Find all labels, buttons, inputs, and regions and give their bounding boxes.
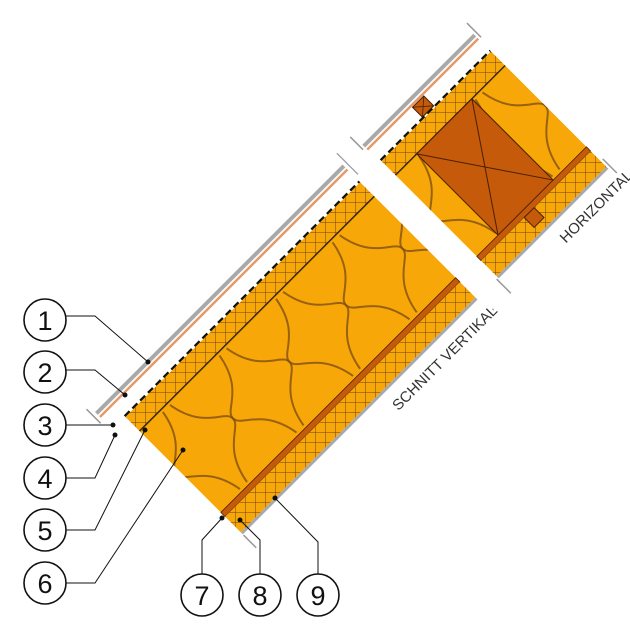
svg-text:4: 4 [37, 464, 52, 494]
callout-2: 2 [23, 350, 67, 394]
crosshatch-layer [481, 151, 607, 277]
leader-8 [239, 519, 261, 574]
leader-5 [66, 429, 146, 531]
cut-line [466, 22, 482, 38]
callout-4: 4 [23, 456, 67, 500]
inner-lining-layer-9 [240, 297, 478, 535]
leader-7 [201, 517, 223, 574]
membrane-layer-3 [123, 180, 361, 418]
cut-line [242, 534, 257, 549]
callout-6: 6 [23, 561, 67, 605]
insulation-fibre [331, 241, 361, 370]
callout-5: 5 [23, 508, 67, 552]
leader-2 [66, 369, 126, 396]
batten-cross-icon [412, 95, 434, 118]
leader-6 [66, 449, 184, 584]
cut-line [602, 158, 618, 174]
insulation-fibre-texture [139, 196, 456, 513]
crosshatch-layer [381, 51, 506, 176]
svg-text:2: 2 [37, 358, 52, 388]
crosshatch-layer-4 [125, 182, 375, 432]
copper-layer-2 [99, 168, 349, 418]
callout-8: 8 [238, 573, 282, 617]
leader-dots [110, 359, 278, 523]
insulation-fibre [218, 354, 248, 483]
insulation-layer-6 [139, 196, 456, 513]
svg-text:5: 5 [37, 516, 52, 546]
insulation-fibre [275, 298, 305, 427]
svg-text:1: 1 [37, 306, 52, 336]
leader-lines [66, 315, 319, 584]
board-layer-7 [220, 277, 461, 518]
installation-batten [523, 206, 545, 229]
vertical-section [85, 152, 495, 549]
separator-line [139, 195, 375, 432]
leader-9 [274, 497, 319, 574]
membrane-layer [379, 49, 492, 162]
cladding-layer [362, 33, 477, 148]
leader-1 [66, 315, 149, 363]
callout-7: 7 [180, 573, 224, 617]
callout-1: 1 [23, 298, 67, 342]
svg-text:6: 6 [37, 569, 52, 599]
svg-text:9: 9 [310, 581, 325, 611]
svg-text:7: 7 [194, 581, 209, 611]
copper-layer [366, 37, 480, 151]
callout-3: 3 [23, 403, 67, 447]
stud-cross-icon [416, 98, 554, 236]
svg-text:8: 8 [252, 581, 267, 611]
cut-line [496, 278, 512, 294]
leader-4 [66, 434, 116, 479]
callout-9: 9 [296, 573, 340, 617]
svg-text:3: 3 [37, 411, 52, 441]
cut-line [85, 408, 102, 424]
horizontal-section [349, 22, 618, 294]
inner-lining-layer [496, 166, 609, 279]
cladding-layer-1 [94, 164, 346, 415]
cut-line [349, 136, 364, 151]
crosshatch-layer-8 [225, 281, 476, 533]
